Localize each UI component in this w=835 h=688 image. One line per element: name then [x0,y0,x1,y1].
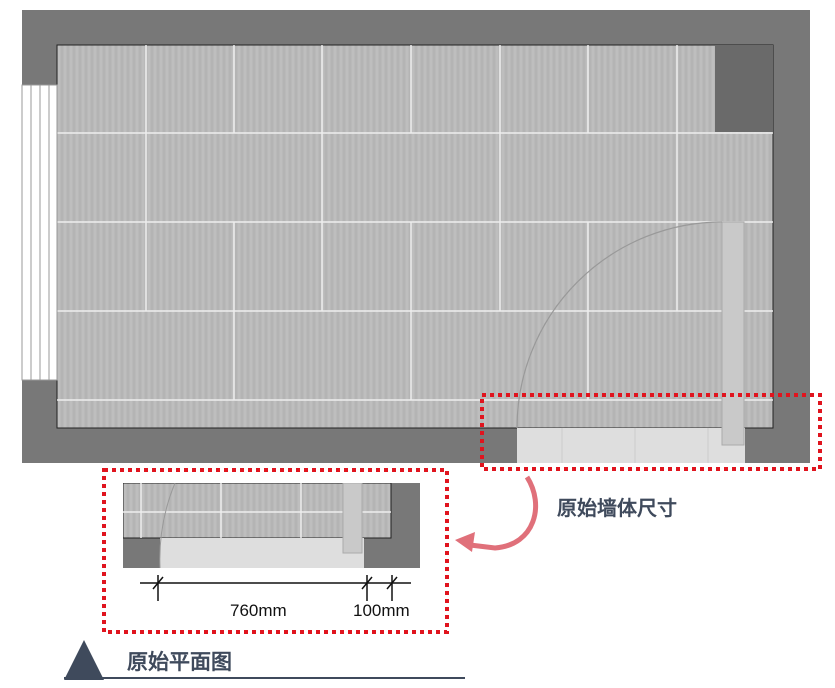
door-leaf [721,221,745,446]
highlight-box-main [480,393,822,471]
triangle-icon [64,640,104,680]
door-opening [517,428,745,463]
wall-width-dimension: 100mm [353,601,410,620]
highlight-box-inset [102,468,449,634]
tile-grid [57,45,773,401]
dimension-line [140,575,411,601]
door-width-dimension: 760mm [230,601,287,620]
callout-arrow [469,475,538,551]
inset-detail [123,483,420,568]
wall-size-label: 原始墙体尺寸 [557,496,677,520]
door-swing-arc [516,221,723,429]
wall-block [715,45,773,132]
section-title: 原始平面图 [127,650,232,674]
window [21,84,58,381]
arrow-head-icon [455,532,475,552]
floor-tiles [56,44,774,429]
